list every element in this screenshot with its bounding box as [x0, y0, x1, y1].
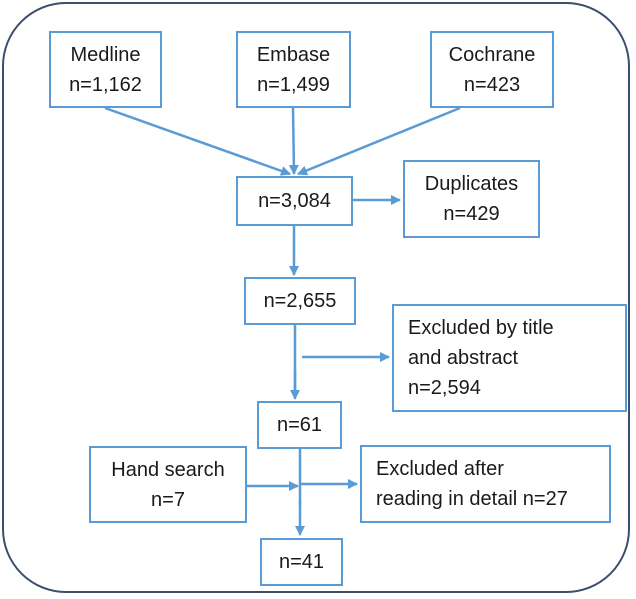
outer-frame: [2, 2, 630, 593]
hand-search-count: n=7: [151, 488, 185, 511]
excluded-title-abstract-count: n=2,594: [408, 377, 481, 399]
medline-count: n=1,162: [69, 73, 142, 96]
embase-count: n=1,499: [257, 73, 330, 96]
after-screening-box: n=61: [257, 401, 342, 449]
hand-search-label: Hand search: [111, 458, 225, 481]
after-duplicates-box: n=2,655: [244, 277, 356, 325]
final-box: n=41: [260, 538, 343, 586]
after-duplicates-count: n=2,655: [263, 290, 337, 312]
excluded-detail-line1: Excluded after: [376, 458, 504, 480]
medline-box: Medline n=1,162: [49, 31, 162, 108]
excluded-detail-line2: reading in detail n=27: [376, 488, 568, 510]
duplicates-box: Duplicates n=429: [403, 160, 540, 238]
duplicates-count: n=429: [443, 203, 500, 225]
cochrane-label: Cochrane: [448, 43, 536, 66]
hand-search-box: Hand search n=7: [89, 446, 247, 523]
after-screening-count: n=61: [276, 414, 323, 436]
excluded-title-abstract-line2: and abstract: [408, 347, 519, 369]
excluded-title-abstract-line1: Excluded by title: [408, 317, 554, 339]
arrow-embase-to-combined: [288, 107, 299, 175]
embase-label: Embase: [256, 43, 331, 66]
arrow-medline-to-combined: [104, 106, 291, 176]
cochrane-box: Cochrane n=423: [430, 31, 554, 108]
combined-count: n=3,084: [258, 190, 331, 212]
embase-box: Embase n=1,499: [236, 31, 351, 108]
medline-label: Medline: [70, 43, 141, 66]
cochrane-count: n=423: [463, 73, 521, 96]
excluded-detail-box: Excluded after reading in detail n=27: [360, 445, 611, 523]
duplicates-label: Duplicates: [424, 173, 519, 195]
combined-box: n=3,084: [236, 176, 353, 226]
final-count: n=41: [278, 551, 325, 573]
arrow-cochrane-to-combined: [297, 106, 461, 176]
excluded-title-abstract-box: Excluded by title and abstract n=2,594: [392, 304, 627, 412]
